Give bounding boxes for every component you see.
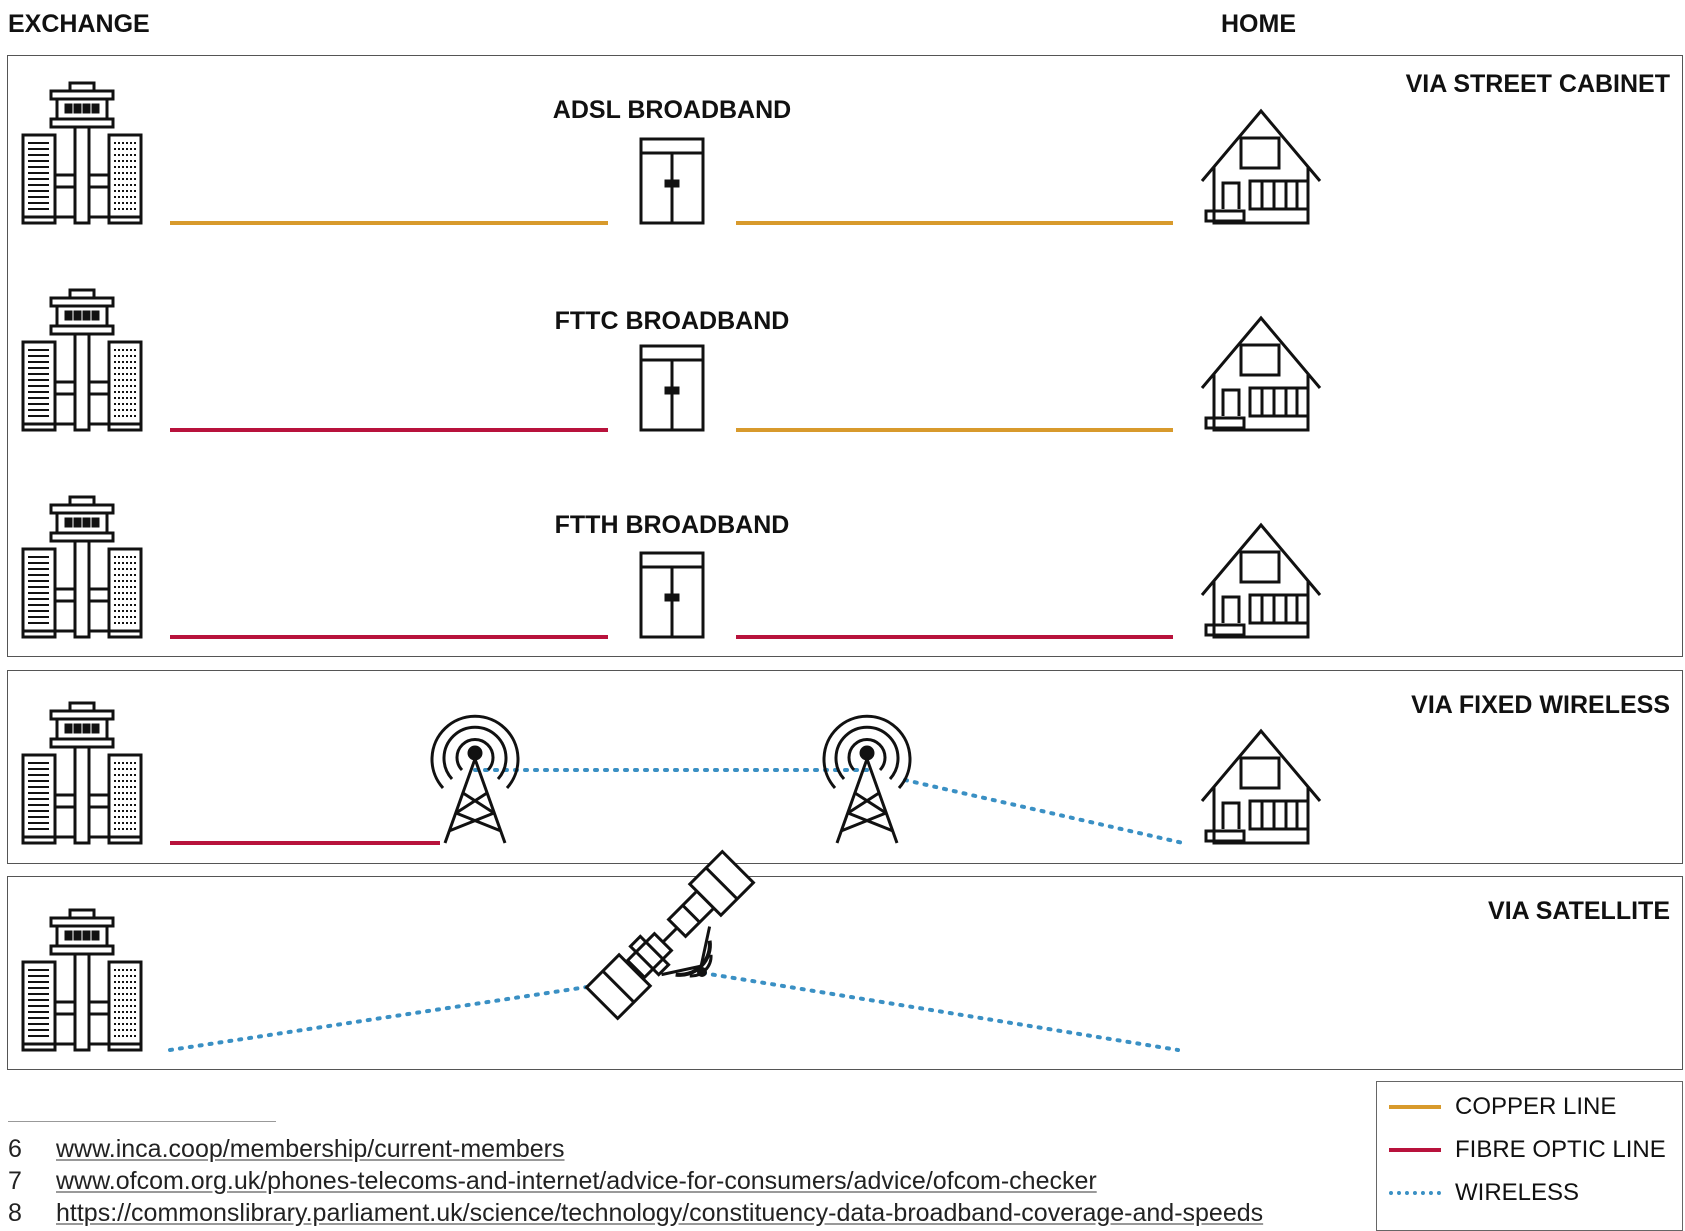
radio-mast-icon	[822, 714, 912, 845]
street-cabinet-icon	[639, 137, 705, 225]
street-cabinet-tag: VIA STREET CABINET	[1405, 70, 1670, 98]
satellite-uplink	[168, 980, 622, 1052]
home-header: HOME	[1221, 10, 1296, 38]
house-icon	[1200, 729, 1322, 845]
adsl-label: ADSL BROADBAND	[552, 96, 792, 124]
satellite-downlink	[701, 971, 1180, 1052]
diagram-art	[21, 81, 1322, 1052]
footnote-link[interactable]: www.ofcom.org.uk/phones-telecoms-and-int…	[56, 1167, 1097, 1195]
footnote-link[interactable]: https://commonslibrary.parliament.uk/sci…	[56, 1199, 1264, 1227]
footnote-link[interactable]: www.inca.coop/membership/current-members	[56, 1135, 565, 1163]
fixed-wireless-panel: VIA FIXED WIRELESS	[7, 670, 1683, 864]
footnote-rule	[8, 1121, 276, 1122]
legend-fibre: FIBRE OPTIC LINE	[1389, 1135, 1666, 1165]
exchange-building-icon	[21, 81, 143, 225]
legend-copper: COPPER LINE	[1389, 1092, 1616, 1122]
exchange-building-icon	[21, 908, 143, 1052]
satellite-icon	[584, 849, 756, 1021]
legend-fibre-label: FIBRE OPTIC LINE	[1455, 1136, 1666, 1163]
fibre-swatch	[1389, 1148, 1441, 1152]
street-cabinet-icon	[639, 344, 705, 432]
exchange-building-icon	[21, 701, 143, 845]
wireless-swatch	[1389, 1191, 1441, 1195]
legend-copper-label: COPPER LINE	[1455, 1093, 1617, 1120]
footnote-number: 8	[8, 1199, 22, 1227]
exchange-header: EXCHANGE	[8, 10, 150, 38]
street-cabinet-panel: VIA STREET CABINET	[7, 55, 1683, 657]
footnote-7: 7 www.ofcom.org.uk/phones-telecoms-and-in…	[8, 1167, 1097, 1196]
footnote-number: 6	[8, 1135, 22, 1163]
footnote-6: 6 www.inca.coop/membership/current-member…	[8, 1135, 565, 1164]
footnote-8: 8 https://commonslibrary.parliament.uk/sc…	[8, 1199, 1263, 1228]
legend-wireless: WIRELESS	[1389, 1178, 1579, 1208]
fixed-wireless-tag: VIA FIXED WIRELESS	[1411, 691, 1670, 719]
house-icon	[1200, 316, 1322, 432]
radio-mast-icon	[430, 714, 520, 845]
legend: COPPER LINE FIBRE OPTIC LINE WIRELESS	[1376, 1081, 1683, 1231]
house-icon	[1200, 109, 1322, 225]
ftth-label: FTTH BROADBAND	[554, 511, 790, 539]
satellite-panel: VIA SATELLITE	[7, 876, 1683, 1070]
legend-wireless-label: WIRELESS	[1455, 1179, 1580, 1206]
copper-swatch	[1389, 1105, 1441, 1109]
fttc-label: FTTC BROADBAND	[554, 307, 790, 335]
exchange-building-icon	[21, 495, 143, 639]
street-cabinet-icon	[639, 551, 705, 639]
satellite-tag: VIA SATELLITE	[1488, 897, 1670, 925]
fixed-wireless-link-home	[903, 778, 1185, 845]
exchange-building-icon	[21, 288, 143, 432]
footnote-number: 7	[8, 1167, 22, 1195]
house-icon	[1200, 523, 1322, 639]
